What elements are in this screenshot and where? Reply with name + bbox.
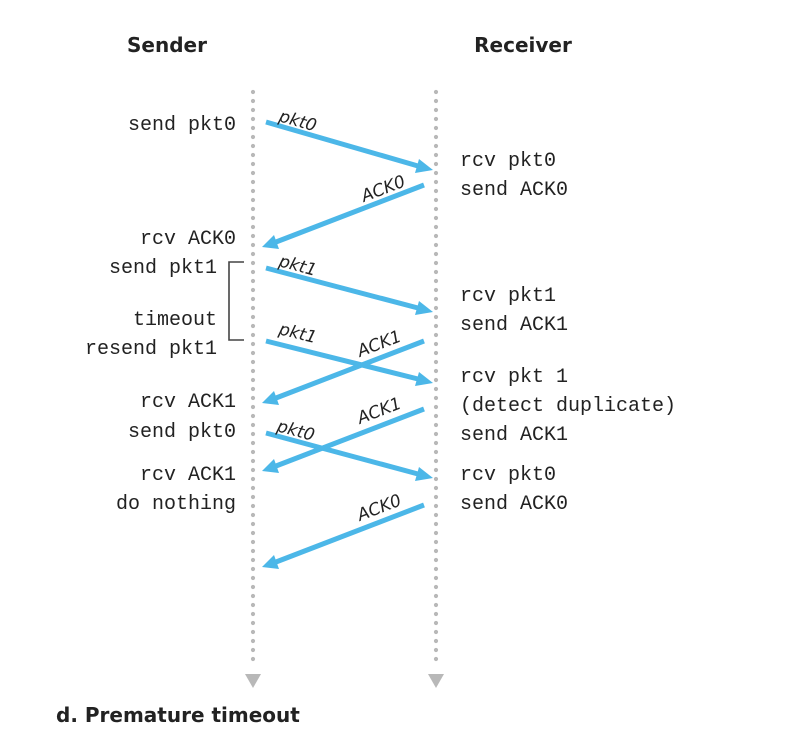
sender-event: resend pkt1 — [85, 338, 217, 361]
sender-event: send pkt1 — [109, 257, 217, 280]
sender-event: send pkt0 — [128, 421, 236, 444]
message-label: pkt0 — [274, 416, 317, 445]
receiver-event: rcv pkt 1 — [460, 366, 568, 389]
sender-event: do nothing — [116, 493, 236, 516]
receiver-event: send ACK1 — [460, 424, 568, 447]
receiver-event: send ACK1 — [460, 314, 568, 337]
message-arrow-pkt0-2 — [265, 430, 433, 481]
receiver-event: send ACK0 — [460, 179, 568, 202]
sender-event: rcv ACK1 — [140, 391, 236, 414]
receiver-timeline — [428, 89, 444, 688]
receiver-event: rcv pkt1 — [460, 285, 556, 308]
sender-timeline — [245, 89, 261, 688]
receiver-header: Receiver — [474, 33, 572, 57]
sender-header: Sender — [127, 33, 207, 57]
message-label: pkt1 — [276, 251, 319, 280]
message-arrow-pkt1-1 — [265, 265, 433, 315]
sender-event: rcv ACK0 — [140, 228, 236, 251]
message-arrow-ack1-2 — [262, 406, 425, 473]
message-arrow-ack1-1 — [262, 338, 425, 405]
receiver-event: rcv pkt0 — [460, 150, 556, 173]
message-arrow-pkt1-2 — [265, 338, 433, 386]
figure-caption: d. Premature timeout — [56, 703, 300, 727]
sender-event: send pkt0 — [128, 114, 236, 137]
receiver-event: send ACK0 — [460, 493, 568, 516]
message-arrow-ack0-1 — [262, 182, 425, 249]
receiver-event: rcv pkt0 — [460, 464, 556, 487]
receiver-event: (detect duplicate) — [460, 395, 676, 418]
sender-event: rcv ACK1 — [140, 464, 236, 487]
message-arrow-ack0-2 — [262, 502, 425, 569]
message-arrow-pkt0-1 — [265, 119, 433, 173]
timeout-bracket — [228, 261, 244, 341]
sender-event: timeout — [133, 309, 217, 332]
